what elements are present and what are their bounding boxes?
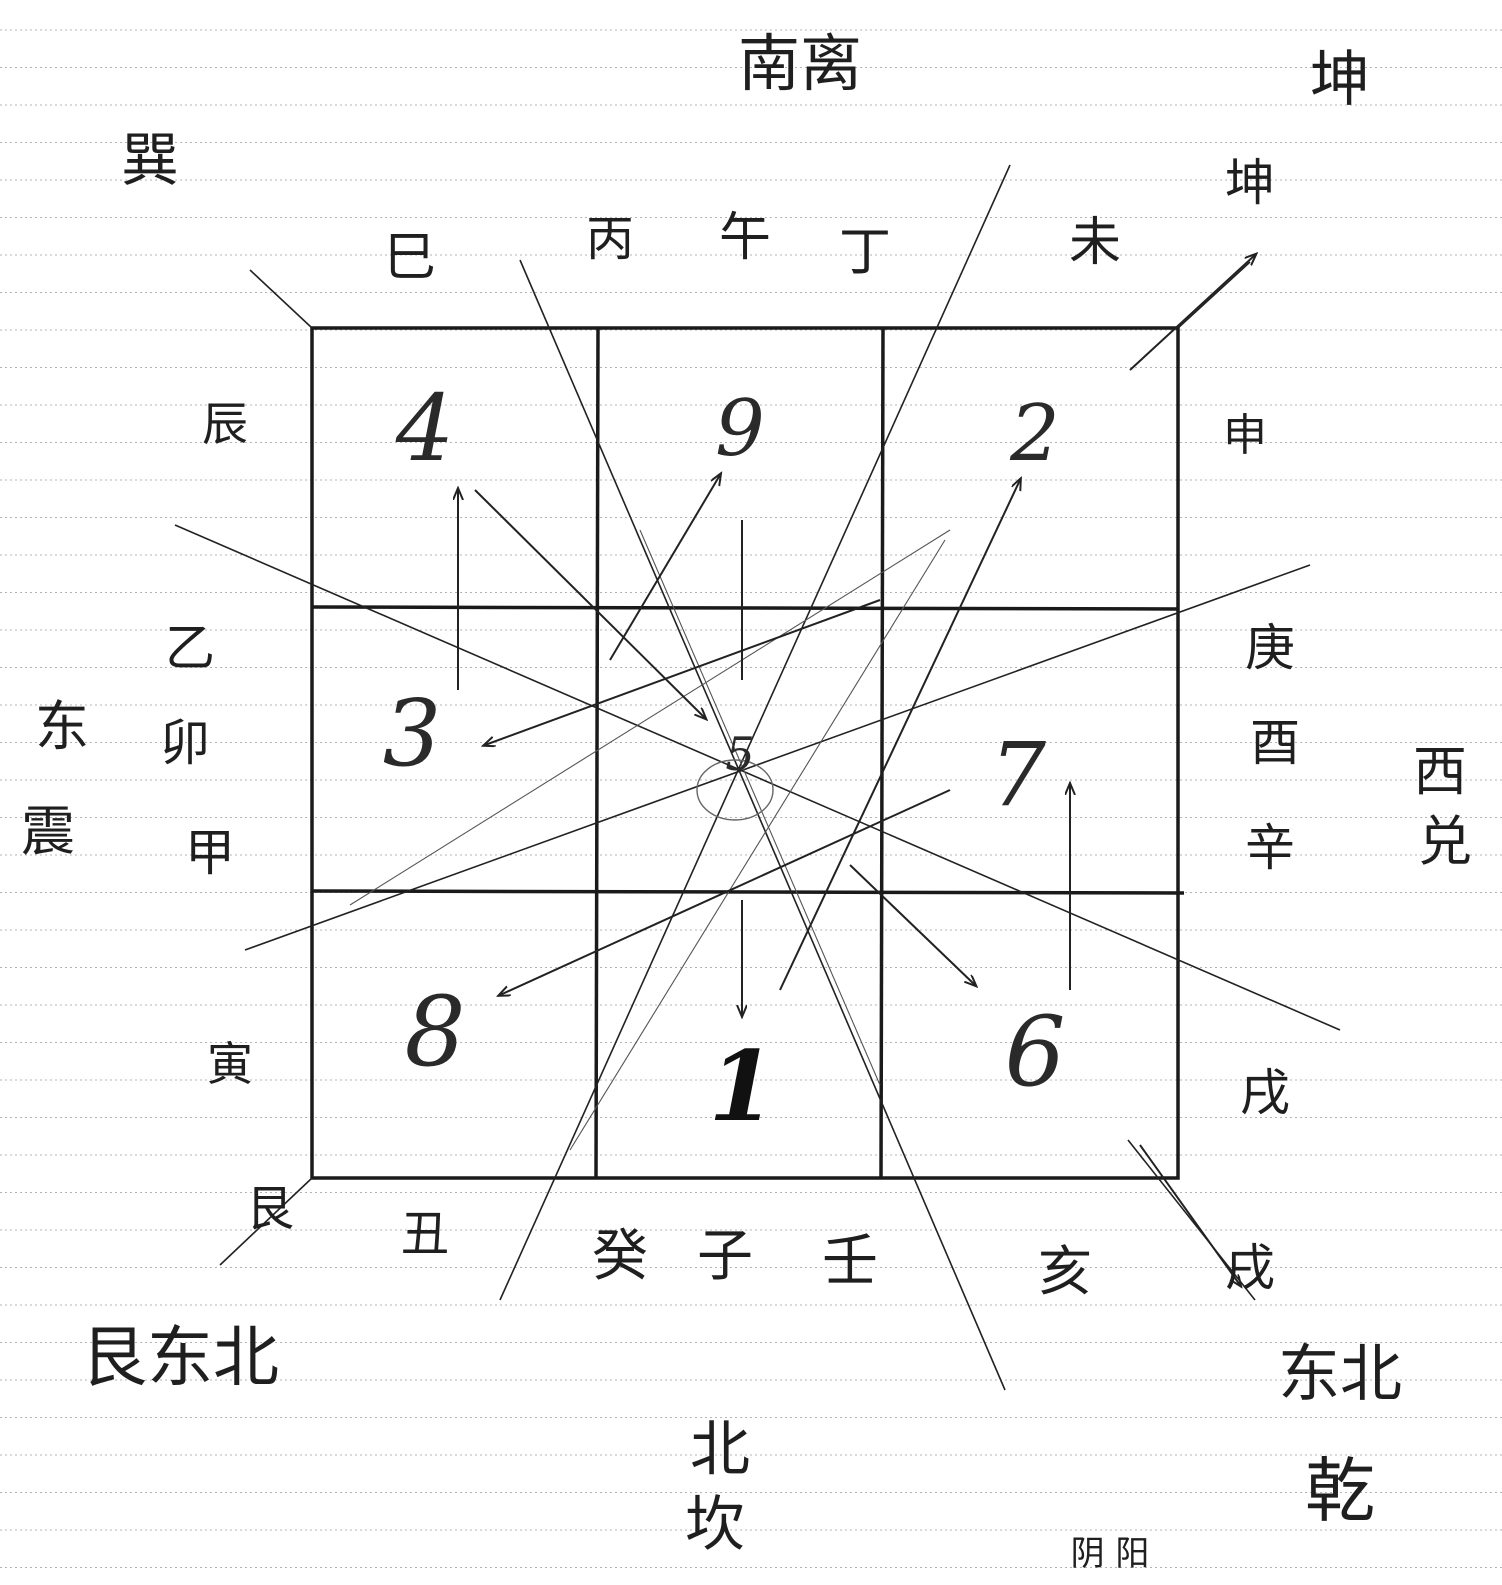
note-top-left: 巽 (121, 126, 179, 194)
mountain-bottom-3: 子 (697, 1224, 753, 1289)
mountain-bottom-0: 艮 (246, 1181, 294, 1237)
margin-notes: 巽 坤 阴 阳 (121, 126, 1275, 1574)
grid-divider-h1 (312, 607, 1178, 609)
mountain-top-3: 丁 (839, 223, 891, 283)
direction-east-line1: 东 (35, 695, 89, 758)
note-bottom-right: 阴 阳 (1071, 1534, 1150, 1574)
corner-ext-ne (1178, 262, 1250, 328)
palace-num-middle-center: 5 (725, 727, 754, 781)
mountain-bottom-6: 戌 (1225, 1239, 1275, 1297)
mountain-right-0: 申 (1223, 410, 1267, 461)
mountain-top-1: 丙 (586, 211, 634, 267)
note-top-right: 坤 (1225, 154, 1275, 212)
mountain-bottom-2: 癸 (592, 1224, 648, 1289)
direction-south: 南离 (738, 27, 862, 100)
grid-divider-v1 (596, 328, 598, 1178)
corner-ext-nw (250, 270, 312, 328)
mountain-left-3: 甲 (185, 824, 235, 882)
mountain-top-0: 巳 (384, 228, 436, 288)
mountain-bottom-1: 丑 (401, 1206, 449, 1262)
mountain-bottom-5: 亥 (1038, 1240, 1092, 1303)
grid-divider-v2 (881, 328, 883, 1178)
palace-numbers: 4 9 2 3 5 7 8 1 6 (383, 375, 1066, 1143)
mountain-bottom-4: 壬 (822, 1229, 878, 1294)
direction-north-line2: 坎 (685, 1490, 745, 1560)
arrow-ne-out (1130, 255, 1255, 370)
palace-num-top-left: 4 (395, 375, 455, 482)
grid-divider-h2 (312, 891, 1184, 893)
palace-num-bottom-center: 1 (709, 1030, 776, 1143)
direction-east-line2: 震 (21, 800, 75, 863)
direction-southwest: 坤 (1310, 45, 1370, 115)
arrow-to-6 (850, 865, 975, 985)
direction-north-line1: 北 (690, 1415, 750, 1485)
mountain-right-1: 庚 (1245, 619, 1295, 677)
palace-num-bottom-right: 6 (1004, 996, 1065, 1108)
direction-west-line2: 兑 (1418, 810, 1472, 873)
direction-northeast: 艮东北 (81, 1319, 279, 1396)
arrow-to-9 (610, 475, 720, 660)
mountain-right-4: 戌 (1240, 1064, 1290, 1122)
direction-west-line1: 西 (1413, 740, 1467, 803)
ray-1 (175, 525, 1340, 1030)
direction-nw-line1: 东北 (1278, 1337, 1402, 1410)
mountain-right-3: 辛 (1245, 819, 1295, 877)
mountain-top-2: 午 (719, 208, 771, 268)
mountain-left-0: 辰 (202, 397, 248, 451)
mountain-left-2: 卯 (160, 714, 210, 772)
arrow-4-to-5 (475, 490, 705, 718)
center-rays (175, 165, 1340, 1390)
mountain-left-4: 寅 (207, 1037, 253, 1091)
palace-num-top-right: 2 (1009, 389, 1060, 479)
palace-num-top-center: 9 (715, 384, 765, 474)
mountain-left-1: 乙 (165, 619, 215, 677)
mountain-right-2: 酉 (1250, 714, 1300, 772)
palace-num-middle-left: 3 (383, 680, 442, 787)
palace-num-bottom-left: 8 (404, 976, 465, 1088)
palace-num-middle-right: 7 (990, 723, 1046, 826)
mountain-top-4: 未 (1069, 213, 1121, 273)
arrow-to-3 (485, 600, 880, 745)
direction-nw-line2: 乾 (1305, 1450, 1375, 1532)
flow-arrows (458, 255, 1255, 1285)
